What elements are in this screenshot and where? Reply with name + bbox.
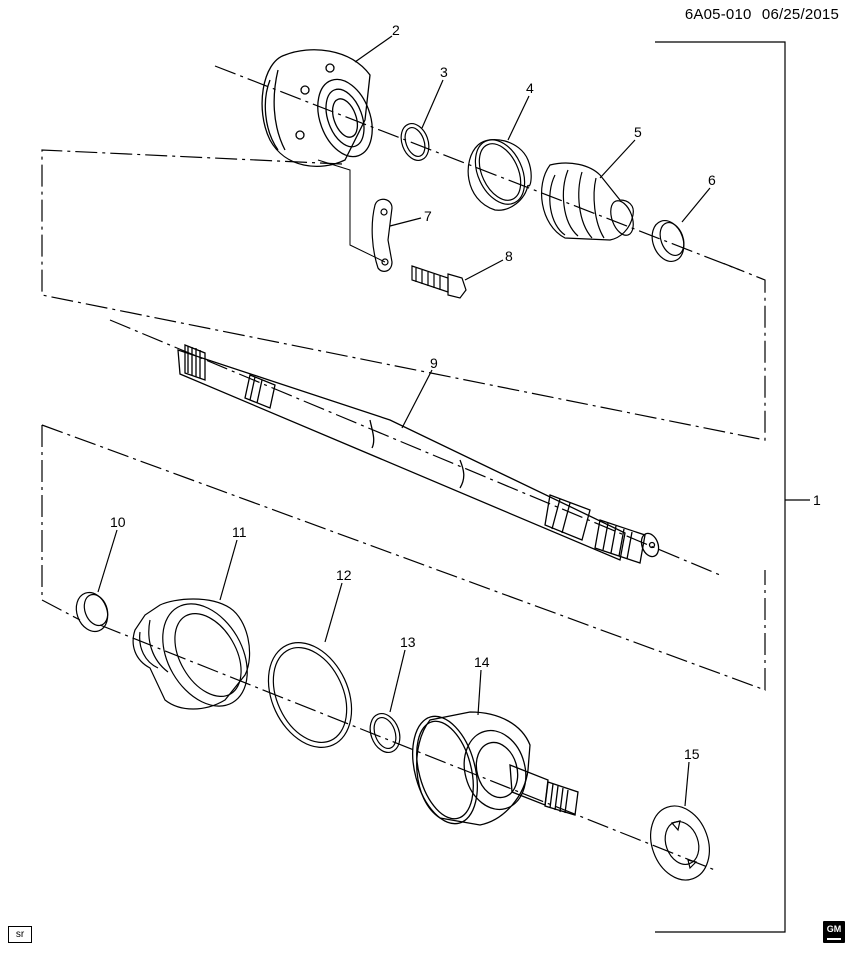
retainer-part <box>371 198 393 272</box>
callout-2: 2 <box>392 22 400 38</box>
callout-11: 11 <box>232 524 247 540</box>
leader-10 <box>97 529 118 593</box>
housing-part <box>261 49 373 167</box>
callout-12: 12 <box>336 567 352 583</box>
diagram-header: 6A05-010 06/25/2015 <box>685 6 839 23</box>
upper-group-outline <box>41 149 766 441</box>
diagram-id: 6A05-010 <box>684 6 752 23</box>
washer-part <box>650 805 710 881</box>
band-clamp-upper <box>467 138 532 211</box>
leader-12 <box>324 582 343 643</box>
gm-logo-text: GM <box>826 924 842 934</box>
leader-2 <box>354 35 393 63</box>
callout-9: 9 <box>430 355 438 371</box>
sr-label-box: sr <box>8 926 32 943</box>
leader-4 <box>507 95 530 141</box>
lower-centerline <box>99 624 716 871</box>
leader-11 <box>219 539 238 601</box>
gm-logo-bar <box>827 938 841 940</box>
leader-3 <box>421 79 444 129</box>
callout-7: 7 <box>424 208 432 224</box>
callout-10: 10 <box>110 514 126 530</box>
cv-joint-part <box>412 711 579 826</box>
band-clamp-lower <box>267 642 353 748</box>
boot-upper <box>541 162 634 241</box>
callout-13: 13 <box>400 634 416 650</box>
leader-13 <box>389 649 406 713</box>
leader-6 <box>681 187 711 223</box>
diagram-date: 06/25/2015 <box>761 6 839 23</box>
leader-9 <box>401 369 433 429</box>
leader-14 <box>477 669 482 716</box>
callout-15: 15 <box>684 746 700 762</box>
snap-ring-lower <box>369 713 401 753</box>
callout-3: 3 <box>440 64 448 80</box>
ring-lower <box>75 591 109 633</box>
leader-8 <box>464 259 504 281</box>
gm-logo: GM <box>823 921 845 943</box>
shaft-centerline <box>109 319 721 576</box>
callout-6: 6 <box>708 172 716 188</box>
assembly-bracket <box>655 41 786 933</box>
shaft-part <box>177 344 660 564</box>
callout-4: 4 <box>526 80 534 96</box>
leader-15 <box>684 761 690 807</box>
callout-14: 14 <box>474 654 490 670</box>
upper-bolt-outline <box>317 159 386 263</box>
callout-1: 1 <box>813 492 821 508</box>
callout-5: 5 <box>634 124 642 140</box>
leader-7 <box>389 217 422 227</box>
boot-lower <box>132 598 251 710</box>
ring-upper <box>651 220 685 262</box>
callout-8: 8 <box>505 248 513 264</box>
leader-5 <box>599 139 636 179</box>
lower-group-outline <box>41 424 766 691</box>
snap-ring-upper <box>400 123 430 161</box>
bolt-part <box>411 265 467 299</box>
